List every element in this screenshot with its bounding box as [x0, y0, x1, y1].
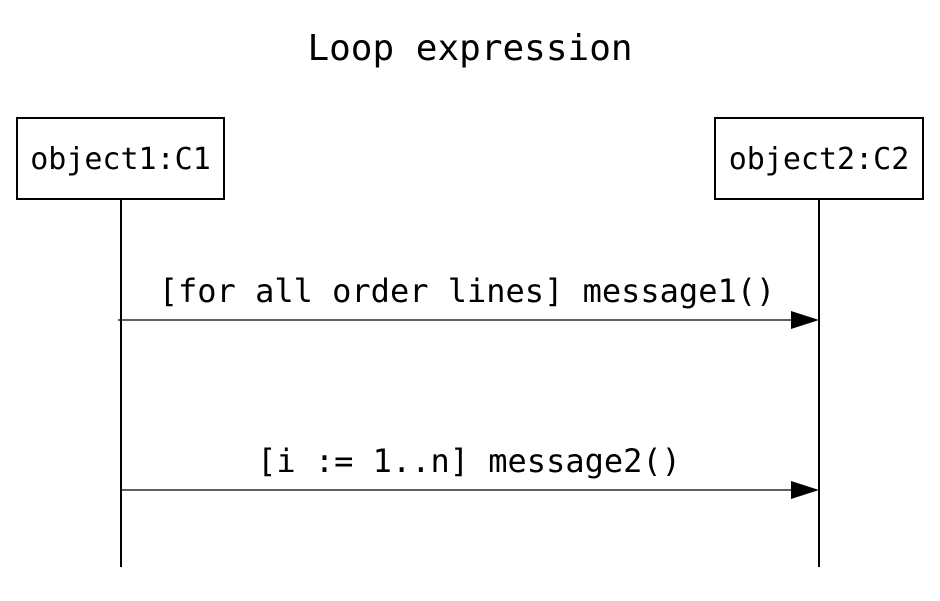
message-2: [i := 1..n] message2() [121, 442, 819, 499]
object-box-frame [714, 117, 924, 200]
arrowhead-icon [791, 481, 819, 499]
message-1: [for all order lines] message1() [118, 272, 819, 329]
message-label: [i := 1..n] message2() [257, 442, 681, 480]
message-label: [for all order lines] message1() [159, 272, 776, 310]
object-label: object1:C1 [30, 142, 211, 177]
arrowhead-icon [791, 311, 819, 329]
diagram-title: Loop expression [307, 28, 632, 69]
object-box-object2: object2:C2 [714, 117, 924, 200]
object-box-frame [16, 117, 225, 200]
object-label: object2:C2 [729, 142, 910, 177]
object-box-object1: object1:C1 [16, 117, 225, 200]
